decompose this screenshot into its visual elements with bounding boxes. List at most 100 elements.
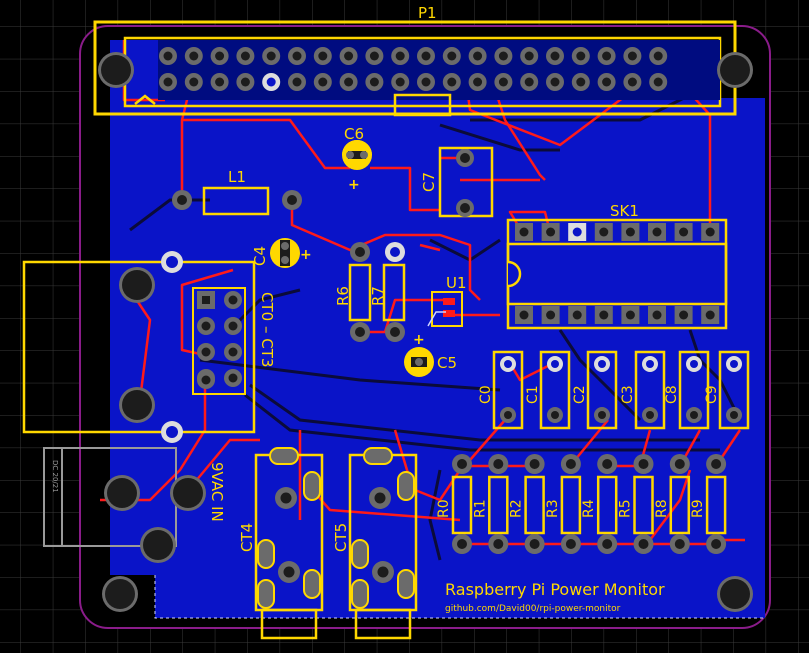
header-pin[interactable]	[365, 73, 384, 91]
header-pin[interactable]	[494, 47, 513, 65]
jack-pad[interactable]	[257, 579, 275, 609]
cap-pad[interactable]	[642, 356, 658, 372]
resistor-r9[interactable]: R9	[690, 454, 727, 554]
header-pin[interactable]	[649, 47, 668, 65]
header-pin[interactable]	[442, 73, 461, 91]
header-pin[interactable]	[546, 47, 564, 65]
header-pin[interactable]	[184, 47, 203, 65]
header-pin[interactable]	[339, 73, 358, 91]
ct-pin[interactable]	[197, 317, 215, 335]
jack-hole[interactable]	[369, 487, 391, 509]
resistor-pad[interactable]	[706, 534, 727, 554]
jack-pad[interactable]	[303, 569, 321, 599]
audio-jack-ct5[interactable]	[348, 447, 418, 640]
ct-pin[interactable]	[224, 291, 242, 309]
inductor-l1[interactable]	[172, 186, 302, 216]
resistor-pad[interactable]	[488, 534, 509, 554]
capacitor-c4[interactable]	[270, 238, 300, 268]
ct-pin[interactable]	[224, 343, 242, 361]
jack-hole[interactable]	[372, 561, 394, 583]
resistor-pad[interactable]	[633, 454, 654, 474]
ic-socket-sk1[interactable]	[506, 218, 728, 330]
header-pin[interactable]	[236, 47, 255, 65]
cap-pad[interactable]	[686, 356, 702, 372]
header-pin[interactable]	[391, 47, 410, 65]
resistor-r3[interactable]: R3	[545, 454, 582, 554]
jack-pad[interactable]	[397, 569, 415, 599]
header-pin[interactable]	[571, 73, 590, 91]
header-pin[interactable]	[649, 73, 668, 91]
jack-pad[interactable]	[257, 539, 275, 569]
header-pin[interactable]	[236, 73, 255, 91]
resistor-pad[interactable]	[669, 454, 690, 474]
ct-pin[interactable]	[224, 369, 242, 387]
resistor-r2[interactable]: R2	[509, 454, 545, 554]
capacitor-c7[interactable]	[438, 146, 494, 218]
header-pin[interactable]	[391, 73, 410, 91]
header-pin[interactable]	[597, 73, 616, 91]
jack-hole[interactable]	[275, 487, 297, 509]
header-pin[interactable]	[365, 47, 384, 65]
header-pin[interactable]	[313, 47, 332, 65]
header-pin[interactable]	[288, 73, 306, 91]
cap-pad[interactable]	[594, 356, 610, 372]
header-pin[interactable]	[288, 47, 306, 65]
resistor-r0[interactable]: R0	[436, 454, 473, 554]
header-pin[interactable]	[468, 73, 487, 91]
resistor-pad[interactable]	[488, 454, 509, 474]
cap-pad[interactable]	[500, 356, 516, 372]
audio-jack-ct4[interactable]	[254, 447, 324, 640]
header-pin[interactable]	[210, 73, 229, 91]
ct-pin[interactable]	[224, 317, 242, 335]
capacitor-c6[interactable]	[342, 140, 372, 170]
jack-hole[interactable]	[278, 561, 300, 583]
header-p1[interactable]	[93, 20, 737, 117]
header-pin[interactable]	[417, 73, 435, 91]
resistor-pad[interactable]	[560, 454, 581, 474]
header-pin[interactable]	[417, 47, 435, 65]
header-pin[interactable]	[571, 47, 590, 65]
cap-pad[interactable]	[686, 407, 702, 423]
jack-pad[interactable]	[397, 471, 415, 501]
resistor-pad[interactable]	[524, 454, 545, 474]
cap-pad[interactable]	[642, 407, 658, 423]
header-pin[interactable]	[546, 73, 564, 91]
header-pin[interactable]	[210, 47, 229, 65]
cap-pad[interactable]	[500, 407, 516, 423]
resistor-pad[interactable]	[597, 534, 618, 554]
capacitor-c2[interactable]: C2	[572, 350, 618, 430]
jack-pad[interactable]	[303, 471, 321, 501]
jack-pad[interactable]	[351, 539, 369, 569]
resistor-r7[interactable]	[382, 242, 406, 342]
header-pin[interactable]	[339, 47, 358, 65]
header-pin[interactable]	[262, 47, 281, 65]
header-pin[interactable]	[159, 47, 177, 65]
header-pin[interactable]	[468, 47, 487, 65]
cap-pad[interactable]	[547, 407, 563, 423]
header-pin[interactable]	[442, 47, 461, 65]
dc-jack[interactable]	[43, 447, 206, 563]
header-pin[interactable]	[520, 73, 539, 91]
resistor-pad[interactable]	[560, 534, 581, 554]
header-pin[interactable]	[494, 73, 513, 91]
resistor-pad[interactable]	[452, 454, 472, 474]
header-pin[interactable]	[623, 47, 642, 65]
ct-pin[interactable]	[197, 343, 215, 361]
resistor-r4[interactable]: R4	[581, 454, 618, 554]
cap-pad[interactable]	[726, 407, 742, 423]
header-pin[interactable]	[262, 73, 281, 91]
resistor-pad[interactable]	[452, 534, 472, 554]
resistor-pad[interactable]	[633, 534, 654, 554]
resistor-r8[interactable]: R8	[654, 454, 691, 554]
capacitor-c3[interactable]: C3	[620, 350, 666, 430]
jack-pad[interactable]	[269, 447, 299, 465]
resistor-pad[interactable]	[706, 454, 727, 474]
ct-pin[interactable]	[197, 371, 215, 389]
header-pin[interactable]	[159, 73, 177, 91]
capacitor-c9[interactable]: C9	[704, 350, 750, 430]
resistor-pad[interactable]	[524, 534, 545, 554]
cap-pad[interactable]	[594, 407, 610, 423]
resistor-r1[interactable]: R1	[472, 454, 509, 554]
